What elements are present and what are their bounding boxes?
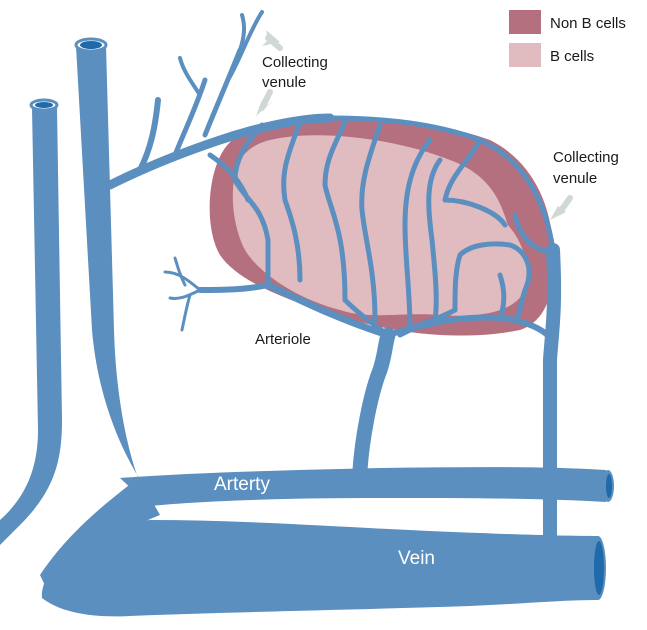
left-vessel-back (0, 108, 62, 545)
legend-label-non-b-cells: Non B cells (550, 15, 626, 32)
label-collecting-venule-top-1: Collecting (262, 54, 328, 71)
label-artery: Arterty (214, 474, 270, 495)
label-collecting-venule-right-2: venule (553, 170, 597, 187)
label-arteriole: Arteriole (255, 331, 311, 348)
legend-label-b-cells: B cells (550, 48, 594, 65)
label-collecting-venule-top-2: venule (262, 74, 306, 91)
label-vein: Vein (398, 548, 435, 569)
legend-swatch-non-b-cells (509, 10, 541, 34)
collecting-venule-right-arrow (550, 198, 570, 220)
legend: Non B cells B cells (509, 10, 626, 67)
collecting-venule-top-arrows (256, 30, 280, 116)
central-arteriole-trunk (360, 335, 388, 470)
label-collecting-venule-right-1: Collecting (553, 149, 619, 166)
legend-swatch-b-cells (509, 43, 541, 67)
vein-vessel (42, 520, 598, 616)
right-venule-vessel (550, 250, 554, 535)
